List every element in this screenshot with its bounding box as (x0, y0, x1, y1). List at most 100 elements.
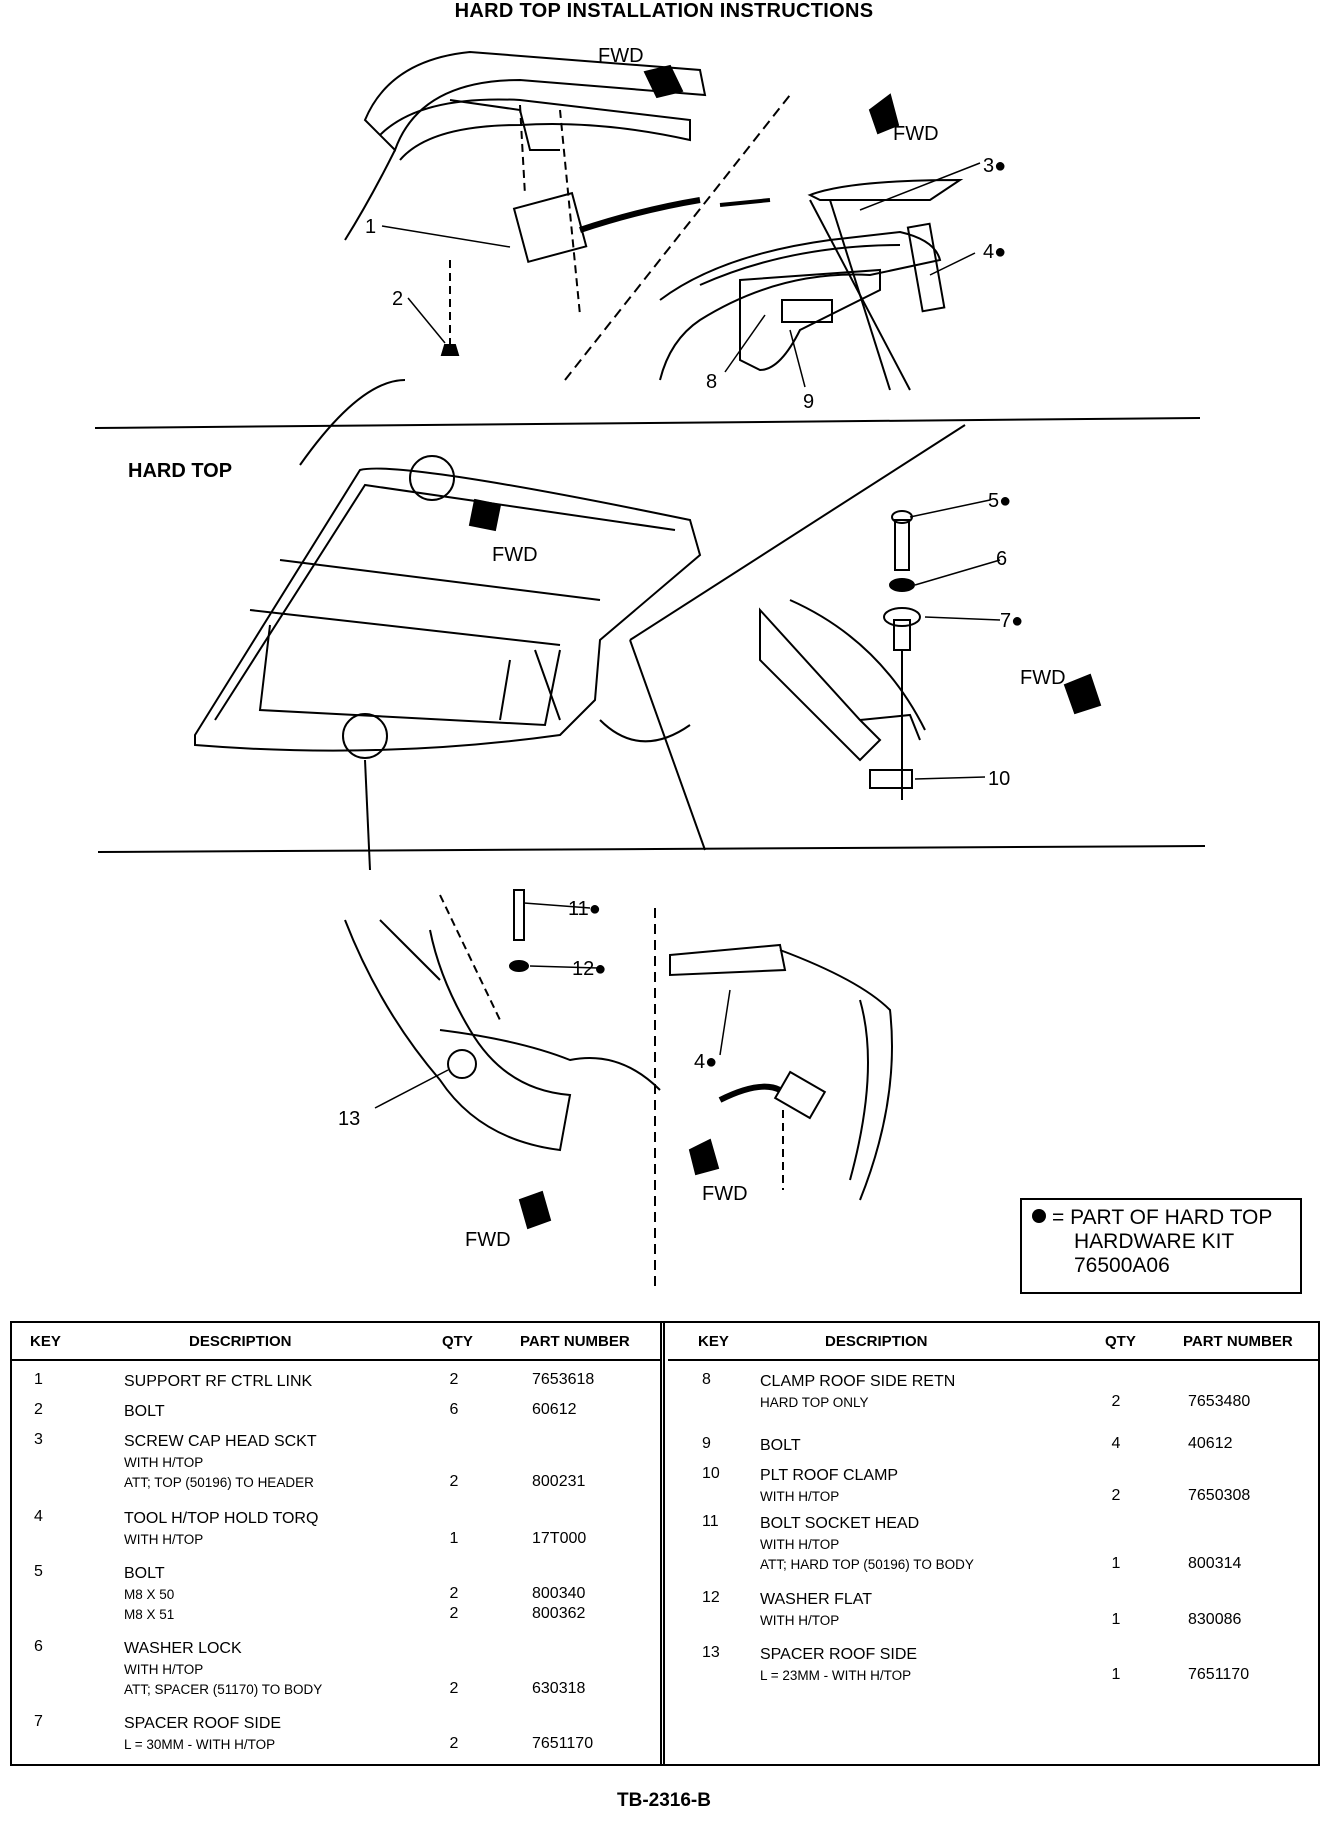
fwd-label: FWD (492, 544, 538, 566)
callout-6: 6 (996, 548, 1007, 570)
row-qty: 2 (449, 1473, 459, 1490)
row-qty: 6 (449, 1401, 459, 1418)
description-main: BOLT (124, 1403, 165, 1420)
row-key: 5 (34, 1563, 43, 1580)
header-description: DESCRIPTION (189, 1333, 292, 1350)
row-key: 2 (34, 1401, 43, 1418)
row-part-number: 7651170 (1188, 1666, 1250, 1683)
description-main: SCREW CAP HEAD SCKT (124, 1433, 317, 1450)
header-qty: QTY (1105, 1333, 1136, 1350)
description-main: BOLT (124, 1565, 165, 1582)
row-description: SPACER ROOF SIDE L = 30MM - WITH H/TOP (124, 1713, 424, 1755)
row-part-number: 60612 (532, 1401, 577, 1418)
table-header: KEY DESCRIPTION QTY PART NUMBER (12, 1323, 662, 1361)
hardware-kit-note: = PART OF HARD TOP HARDWARE KIT 76500A06 (1020, 1198, 1302, 1294)
row-qty: 4 (1111, 1435, 1121, 1452)
detail-roof-clamp (659, 93, 964, 391)
callout-12: 12● (572, 958, 606, 980)
hard-top-label: HARD TOP (128, 460, 232, 482)
description-main: BOLT (760, 1437, 801, 1454)
row-part-number: 7651170 (532, 1735, 594, 1752)
header-key: KEY (698, 1333, 729, 1350)
header-part-number: PART NUMBER (520, 1333, 630, 1350)
callout-9: 9 (803, 391, 814, 413)
row-part-number: 40612 (1188, 1435, 1233, 1452)
detail-hold-tool (669, 943, 893, 1201)
callout-5: 5● (988, 490, 1011, 512)
description-sub: WITH H/TOP (124, 1455, 204, 1470)
row-part-number: 800340 (532, 1585, 586, 1602)
row-key: 4 (34, 1508, 43, 1525)
row-part-number: 17T000 (532, 1530, 587, 1547)
fwd-label: FWD (1020, 667, 1066, 689)
row-description: SUPPORT RF CTRL LINK (124, 1371, 424, 1393)
row-description: BOLT (124, 1401, 424, 1423)
row-key: 1 (34, 1371, 43, 1388)
row-part-number: 630318 (532, 1680, 586, 1697)
description-main: WASHER LOCK (124, 1640, 242, 1657)
row-description: BOLT (760, 1435, 1060, 1457)
detail-bolt-stack (759, 510, 1102, 800)
leader-lines (374, 162, 1001, 1109)
row-qty: 2 (449, 1735, 459, 1752)
description-main: SPACER ROOF SIDE (760, 1646, 918, 1663)
description-sub: L = 23MM - WITH H/TOP (760, 1668, 912, 1683)
row-key: 13 (702, 1644, 720, 1661)
detail-header-support (299, 50, 791, 466)
divider-bottom (97, 845, 1206, 853)
callout-8: 8 (706, 371, 717, 393)
description-main: SUPPORT RF CTRL LINK (124, 1373, 313, 1390)
row-part-number: 7653618 (532, 1371, 595, 1388)
description-sub: L = 30MM - WITH H/TOP (124, 1737, 276, 1752)
inset-border-vert (629, 639, 706, 851)
row-qty: 1 (1111, 1611, 1121, 1628)
row-qty: 1 (449, 1530, 459, 1547)
parts-table-left: KEY DESCRIPTION QTY PART NUMBER 1 SUPPORT… (12, 1323, 662, 1764)
description-sub: ATT; HARD TOP (50196) TO BODY (760, 1557, 974, 1572)
row-key: 11 (702, 1513, 719, 1530)
divider-top (94, 417, 1201, 429)
description-main: CLAMP ROOF SIDE RETN (760, 1373, 956, 1390)
callout-11: 11● (568, 898, 601, 920)
fwd-label: FWD (702, 1183, 748, 1205)
description-main: TOOL H/TOP HOLD TORQ (124, 1510, 319, 1527)
row-key: 6 (34, 1638, 43, 1655)
callout-13: 13 (338, 1108, 360, 1130)
row-part-number: 800231 (532, 1473, 586, 1490)
row-key: 9 (702, 1435, 711, 1452)
inset-border-diag (629, 424, 966, 641)
row-key: 12 (702, 1589, 720, 1606)
row-part-number: 800314 (1188, 1555, 1242, 1572)
row-qty: 2 (449, 1371, 459, 1388)
bullet-dot-icon (1032, 1209, 1046, 1223)
row-key: 10 (702, 1465, 720, 1482)
table-divider (660, 1323, 665, 1764)
fwd-label: FWD (465, 1229, 511, 1251)
description-main: SPACER ROOF SIDE (124, 1715, 282, 1732)
callout-4-lower: 4● (694, 1051, 717, 1073)
row-part-number: 7653480 (1188, 1393, 1251, 1410)
description-sub: ATT; SPACER (51170) TO BODY (124, 1682, 323, 1697)
description-main: WASHER FLAT (760, 1591, 873, 1608)
callout-7: 7● (1000, 610, 1023, 632)
description-sub: WITH H/TOP (760, 1537, 840, 1552)
header-part-number: PART NUMBER (1183, 1333, 1293, 1350)
row-qty: 2 (449, 1605, 459, 1622)
row-qty: 2 (449, 1680, 459, 1697)
row-qty: 1 (1111, 1666, 1121, 1683)
callout-3: 3● (983, 155, 1006, 177)
row-key: 3 (34, 1431, 43, 1448)
description-sub: WITH H/TOP (760, 1489, 840, 1504)
document-id: TB-2316-B (617, 1790, 711, 1811)
kit-note-line3: 76500A06 (1074, 1254, 1170, 1277)
callout-4: 4● (983, 241, 1006, 263)
row-key: 7 (34, 1713, 43, 1730)
parts-table: KEY DESCRIPTION QTY PART NUMBER 1 SUPPORT… (10, 1321, 1320, 1766)
row-description: SPACER ROOF SIDE L = 23MM - WITH H/TOP (760, 1644, 1060, 1686)
